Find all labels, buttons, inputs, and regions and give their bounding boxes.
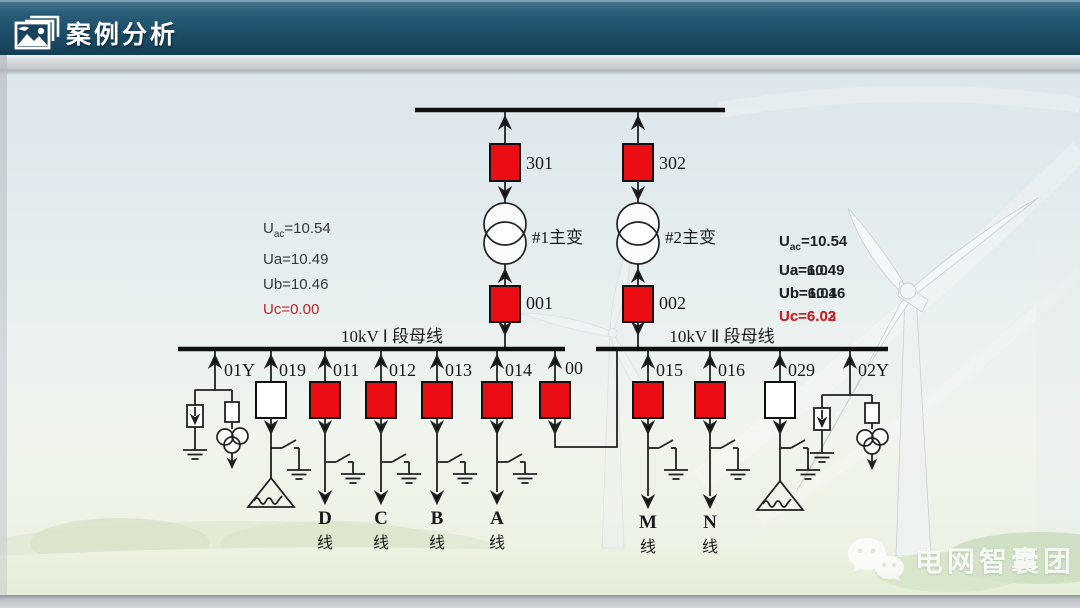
incoming-bay-1	[483, 112, 527, 347]
label-011: 011	[333, 360, 359, 380]
svg-text:M: M	[639, 512, 657, 533]
label-301: 301	[526, 153, 553, 173]
breaker-001	[489, 285, 521, 323]
feeder-01Y	[182, 351, 249, 468]
svg-text:N: N	[703, 512, 717, 533]
header-bar: 案例分析	[0, 0, 1080, 55]
feeder-019	[246, 351, 311, 508]
breaker-002	[622, 285, 654, 323]
label-012: 012	[389, 360, 416, 380]
grounding-transformer-029	[755, 479, 805, 511]
feeder-016	[694, 351, 750, 508]
feeder-02Y	[809, 351, 889, 469]
slide-left-edge	[0, 55, 7, 608]
label-tx2: #2主变	[665, 228, 716, 247]
breaker-014	[481, 381, 513, 419]
reading-ub: Ub=10.46	[263, 276, 329, 293]
label-019: 019	[279, 360, 306, 380]
feeder-015	[632, 351, 688, 508]
label-302: 302	[659, 153, 686, 173]
breaker-00	[539, 381, 571, 419]
wechat-icon	[848, 538, 904, 581]
label-00: 00	[565, 358, 583, 378]
wind-turbine-large	[795, 197, 1039, 557]
svg-text:线: 线	[489, 534, 505, 552]
transformer-2	[616, 202, 660, 265]
breaker-029	[764, 381, 796, 419]
svg-text:线: 线	[373, 534, 389, 552]
svg-text:线: 线	[702, 538, 718, 556]
reading-uac: Uac=10.54	[263, 220, 331, 240]
svg-text:线: 线	[429, 534, 445, 552]
pt-02Y	[856, 428, 889, 455]
fuse-01Y	[224, 401, 240, 423]
feeder-029	[755, 351, 820, 511]
svg-text:线: 线	[317, 534, 333, 552]
photo-stack-icon	[14, 15, 60, 50]
breaker-019	[255, 381, 287, 419]
breaker-012	[365, 381, 397, 419]
reading-uac: Uac=10.54	[779, 233, 848, 253]
svg-text:C: C	[374, 508, 388, 529]
grounding-transformer-019	[246, 476, 296, 508]
feeder-014	[481, 351, 537, 504]
watermark-text: 电网智囊团	[915, 546, 1076, 577]
bus-2-label: 10kV Ⅱ 段母线	[669, 327, 774, 346]
breaker-301	[489, 143, 521, 182]
fuse-02Y	[864, 402, 880, 424]
voltage-readings-left: Uac=10.54 Ua=10.49 Ub=10.46 Uc=0.00	[263, 216, 331, 322]
incoming-bay-2	[616, 112, 660, 347]
breaker-015	[632, 381, 664, 419]
bus-1-label: 10kV Ⅰ 段母线	[341, 327, 443, 346]
svg-text:A: A	[490, 508, 504, 529]
breaker-016	[694, 381, 726, 419]
label-01Y: 01Y	[224, 360, 255, 380]
transformer-1	[483, 202, 527, 265]
feeder-013	[421, 351, 477, 504]
header-strip	[0, 55, 1080, 71]
page-title: 案例分析	[66, 21, 179, 49]
breaker-013	[421, 381, 453, 419]
label-001: 001	[526, 293, 553, 313]
feeder-011	[309, 351, 365, 504]
breaker-011	[309, 381, 341, 419]
bus-tie-00	[539, 351, 618, 448]
label-02Y: 02Y	[858, 360, 889, 380]
watermark: 电网智囊团	[845, 534, 1075, 586]
svg-text:B: B	[431, 508, 444, 529]
pt-01Y	[216, 427, 249, 454]
label-029: 029	[788, 360, 815, 380]
slide-top-shadow	[0, 71, 1080, 75]
label-015: 015	[656, 360, 683, 380]
hills	[0, 518, 1080, 596]
label-013: 013	[445, 360, 472, 380]
label-tx1: #1主变	[532, 228, 583, 247]
label-016: 016	[718, 360, 745, 380]
breaker-302	[622, 143, 654, 182]
label-002: 002	[659, 293, 686, 313]
svg-text:D: D	[318, 508, 332, 529]
reading-ua: Ua=10.49	[263, 251, 329, 268]
svg-text:线: 线	[640, 538, 656, 556]
reading-uc: Uc=0.00	[263, 301, 320, 318]
feeder-012	[365, 351, 421, 504]
label-014: 014	[505, 360, 532, 380]
slide-bottom-edge	[0, 595, 1080, 608]
